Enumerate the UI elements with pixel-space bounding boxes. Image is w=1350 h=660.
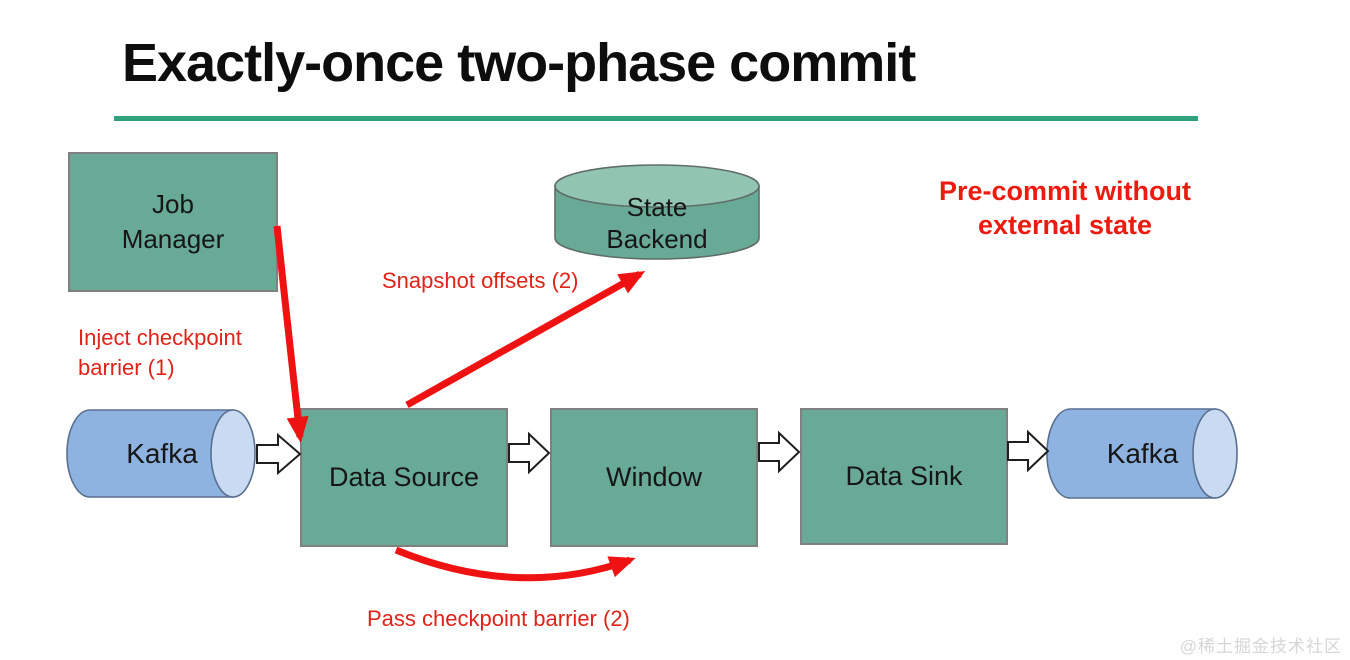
state-backend-label: State Backend bbox=[606, 192, 708, 254]
node-data-sink: Data Sink bbox=[800, 408, 1008, 545]
red-arrow-inject-checkpoint bbox=[273, 225, 309, 443]
kafka-left-label-wrap: Kafka bbox=[68, 410, 256, 497]
flow-arrow-datasource-to-window bbox=[508, 431, 551, 475]
annotation-inject-checkpoint: Inject checkpoint barrier (1) bbox=[78, 325, 242, 380]
page-title: Exactly-once two-phase commit bbox=[122, 33, 916, 93]
annotation-pre-commit: Pre-commit without external state bbox=[938, 176, 1191, 240]
flow-arrow-kafka-to-datasource bbox=[256, 432, 302, 476]
job-manager-label: Job Manager bbox=[121, 189, 225, 254]
annotation-snapshot-offsets: Snapshot offsets (2) bbox=[382, 268, 579, 293]
state-backend-label-wrap: State Backend bbox=[555, 188, 759, 258]
node-window: Window bbox=[550, 408, 758, 547]
kafka-right-label-wrap: Kafka bbox=[1048, 409, 1237, 498]
data-source-label: Data Source bbox=[328, 462, 480, 492]
title-underline bbox=[114, 116, 1198, 121]
red-arrow-pass-barrier bbox=[394, 546, 636, 582]
flow-arrow-window-to-datasink bbox=[758, 430, 801, 474]
kafka-left-label: Kafka bbox=[126, 437, 198, 469]
data-sink-label: Data Sink bbox=[845, 461, 963, 491]
kafka-right-label: Kafka bbox=[1106, 437, 1179, 469]
window-label: Window bbox=[605, 462, 703, 492]
watermark: @稀土掘金技术社区 bbox=[1179, 637, 1342, 656]
node-job-manager: Job Manager bbox=[68, 152, 278, 292]
flow-arrow-datasink-to-kafka bbox=[1007, 429, 1050, 473]
annotation-pass-checkpoint: Pass checkpoint barrier (2) bbox=[367, 606, 630, 631]
node-data-source: Data Source bbox=[300, 408, 508, 547]
